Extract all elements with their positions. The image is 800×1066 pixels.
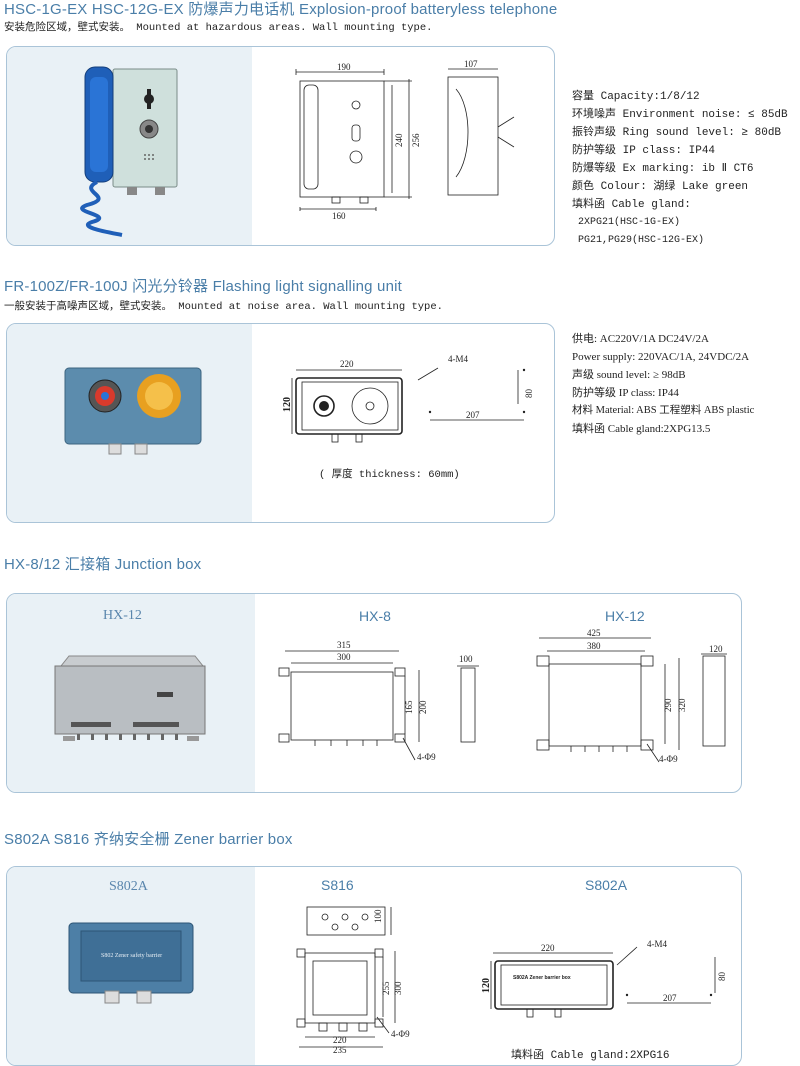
section-subtitle-telephone: 安装危险区域，壁式安装。 Mounted at hazardous areas.…: [4, 22, 433, 34]
photo-telephone: [7, 47, 252, 245]
dim-w1: 220: [333, 1035, 347, 1045]
spec-line: 防护等级 IP class: IP44: [572, 145, 716, 157]
dim-w2: 235: [333, 1045, 347, 1055]
dim-width: 190: [337, 62, 351, 72]
telephone-illustration: [80, 66, 178, 237]
panel-junction: HX-12 HX-8 HX-12: [6, 593, 742, 793]
thickness-note: ( 厚度 thickness: 60mm): [319, 469, 460, 481]
caption-hx8: HX-8: [359, 608, 391, 624]
spec-line: 颜色 Colour: 湖绿 Lake green: [572, 181, 749, 193]
spec-line: 振铃声级 Ring sound level: ≥ 80dB: [572, 127, 782, 139]
dim-base: 160: [332, 211, 346, 221]
spec-line: 填料函 Cable gland:: [572, 199, 691, 211]
dim-height: 120: [282, 397, 293, 412]
dim-w2: 300: [337, 652, 351, 662]
spec-line: 容量 Capacity:1/8/12: [572, 91, 700, 103]
spec-line: 防爆等级 Ex marking: ib Ⅱ CT6: [572, 163, 754, 175]
photo-signal: [7, 324, 252, 522]
photo-caption: HX-12: [103, 608, 142, 623]
panel-zener: S802A S802 Zener safety barrier S816 S80…: [6, 866, 742, 1066]
spec-line: 供电: AC220V/1A DC24V/2A: [572, 333, 709, 345]
dim-h2: 320: [677, 698, 687, 712]
drawing-label: S802A Zener barrier box: [513, 975, 571, 981]
dim-height-2: 256: [411, 133, 421, 147]
dim-hole: 4-Φ9: [659, 754, 678, 764]
section-title-signal: FR-100Z/FR-100J 闪光分铃器 Flashing light sig…: [4, 278, 403, 295]
photo-caption: S802A: [109, 879, 148, 894]
dim-h1: 255: [381, 981, 391, 995]
dim-h1: 290: [663, 698, 673, 712]
dim-hole: 4-Φ9: [391, 1029, 410, 1039]
dim-height: 120: [481, 978, 492, 993]
spec-line: 环境噪声 Environment noise: ≤ 85dB: [572, 109, 788, 121]
specs-signal: 供电: AC220V/1A DC24V/2A Power supply: 220…: [572, 330, 754, 438]
photo-zener: S802A S802 Zener safety barrier: [7, 867, 255, 1065]
section-title-zener: S802A S816 齐纳安全栅 Zener barrier box: [4, 831, 293, 848]
dim-w1: 425: [587, 628, 601, 638]
spec-line: 2XPG21(HSC-1G-EX): [572, 217, 681, 228]
dim-height-1: 240: [394, 133, 404, 147]
panel-signal: 220 120 4-M4 80 207 ( 厚度 thickness: 60mm…: [6, 323, 555, 523]
dim-w1: 315: [337, 640, 351, 650]
dim-depth: 120: [709, 644, 723, 654]
dim-depth: 100: [459, 654, 473, 664]
signal-drawing: 220 120 4-M4 80 207: [282, 354, 534, 443]
dim-h2: 300: [393, 981, 403, 995]
dim-hole-w: 207: [466, 410, 480, 420]
spec-line: 材料 Material: ABS 工程塑料 ABS plastic: [572, 405, 755, 416]
section-title-junction: HX-8/12 汇接箱 Junction box: [4, 556, 202, 573]
photo-label: S802 Zener safety barrier: [101, 953, 163, 959]
dim-depth: 107: [464, 59, 478, 69]
dim-hole: 4-Φ9: [417, 752, 436, 762]
signal-illustration: [64, 367, 202, 455]
telephone-drawing: 190 240 256 160 107: [295, 59, 515, 221]
junction-drawing: 315 300 165 200 100 4-Φ9 425 380 290 320…: [278, 628, 727, 764]
dim-width: 220: [340, 359, 354, 369]
caption-s802a: S802A: [585, 877, 628, 893]
spec-line: Power supply: 220VAC/1A, 24VDC/2A: [572, 351, 750, 363]
panel-telephone: 190 240 256 160 107: [6, 46, 555, 246]
spec-line: PG21,PG29(HSC-12G-EX): [572, 235, 705, 246]
dim-mount: 4-M4: [647, 939, 667, 949]
junction-illustration: [54, 655, 206, 741]
spec-line: 防护等级 IP class: IP44: [572, 387, 679, 399]
dim-mount: 4-M4: [448, 354, 468, 364]
specs-telephone: 容量 Capacity:1/8/12 环境噪声 Environment nois…: [572, 88, 788, 250]
caption-hx12: HX-12: [605, 608, 645, 624]
dim-hole-h: 80: [524, 389, 534, 399]
section-title-telephone: HSC-1G-EX HSC-12G-EX 防爆声力电话机 Explosion-p…: [4, 1, 558, 18]
dim-width: 220: [541, 943, 555, 953]
zener-illustration: [68, 922, 194, 1004]
dim-h1: 165: [404, 700, 414, 714]
photo-junction: HX-12: [7, 594, 255, 792]
dim-h2: 200: [418, 700, 428, 714]
section-subtitle-signal: 一般安装于高噪声区域，壁式安装。 Mounted at noise area. …: [4, 301, 443, 313]
dim-top-h: 100: [373, 909, 383, 923]
dim-w2: 380: [587, 641, 601, 651]
dim-hole-w: 207: [663, 993, 677, 1003]
spec-line: 声级 sound level: ≥ 98dB: [572, 369, 686, 381]
spec-line: 填料函 Cable gland:2XPG13.5: [572, 423, 711, 435]
gland-note: 填料函 Cable gland:2XPG16: [511, 1050, 670, 1062]
zener-drawing: 100 255 300 220 235 4-Φ9 220 120 4-M4 80…: [296, 906, 727, 1055]
caption-s816: S816: [321, 877, 354, 893]
dim-hole-h: 80: [717, 972, 727, 982]
